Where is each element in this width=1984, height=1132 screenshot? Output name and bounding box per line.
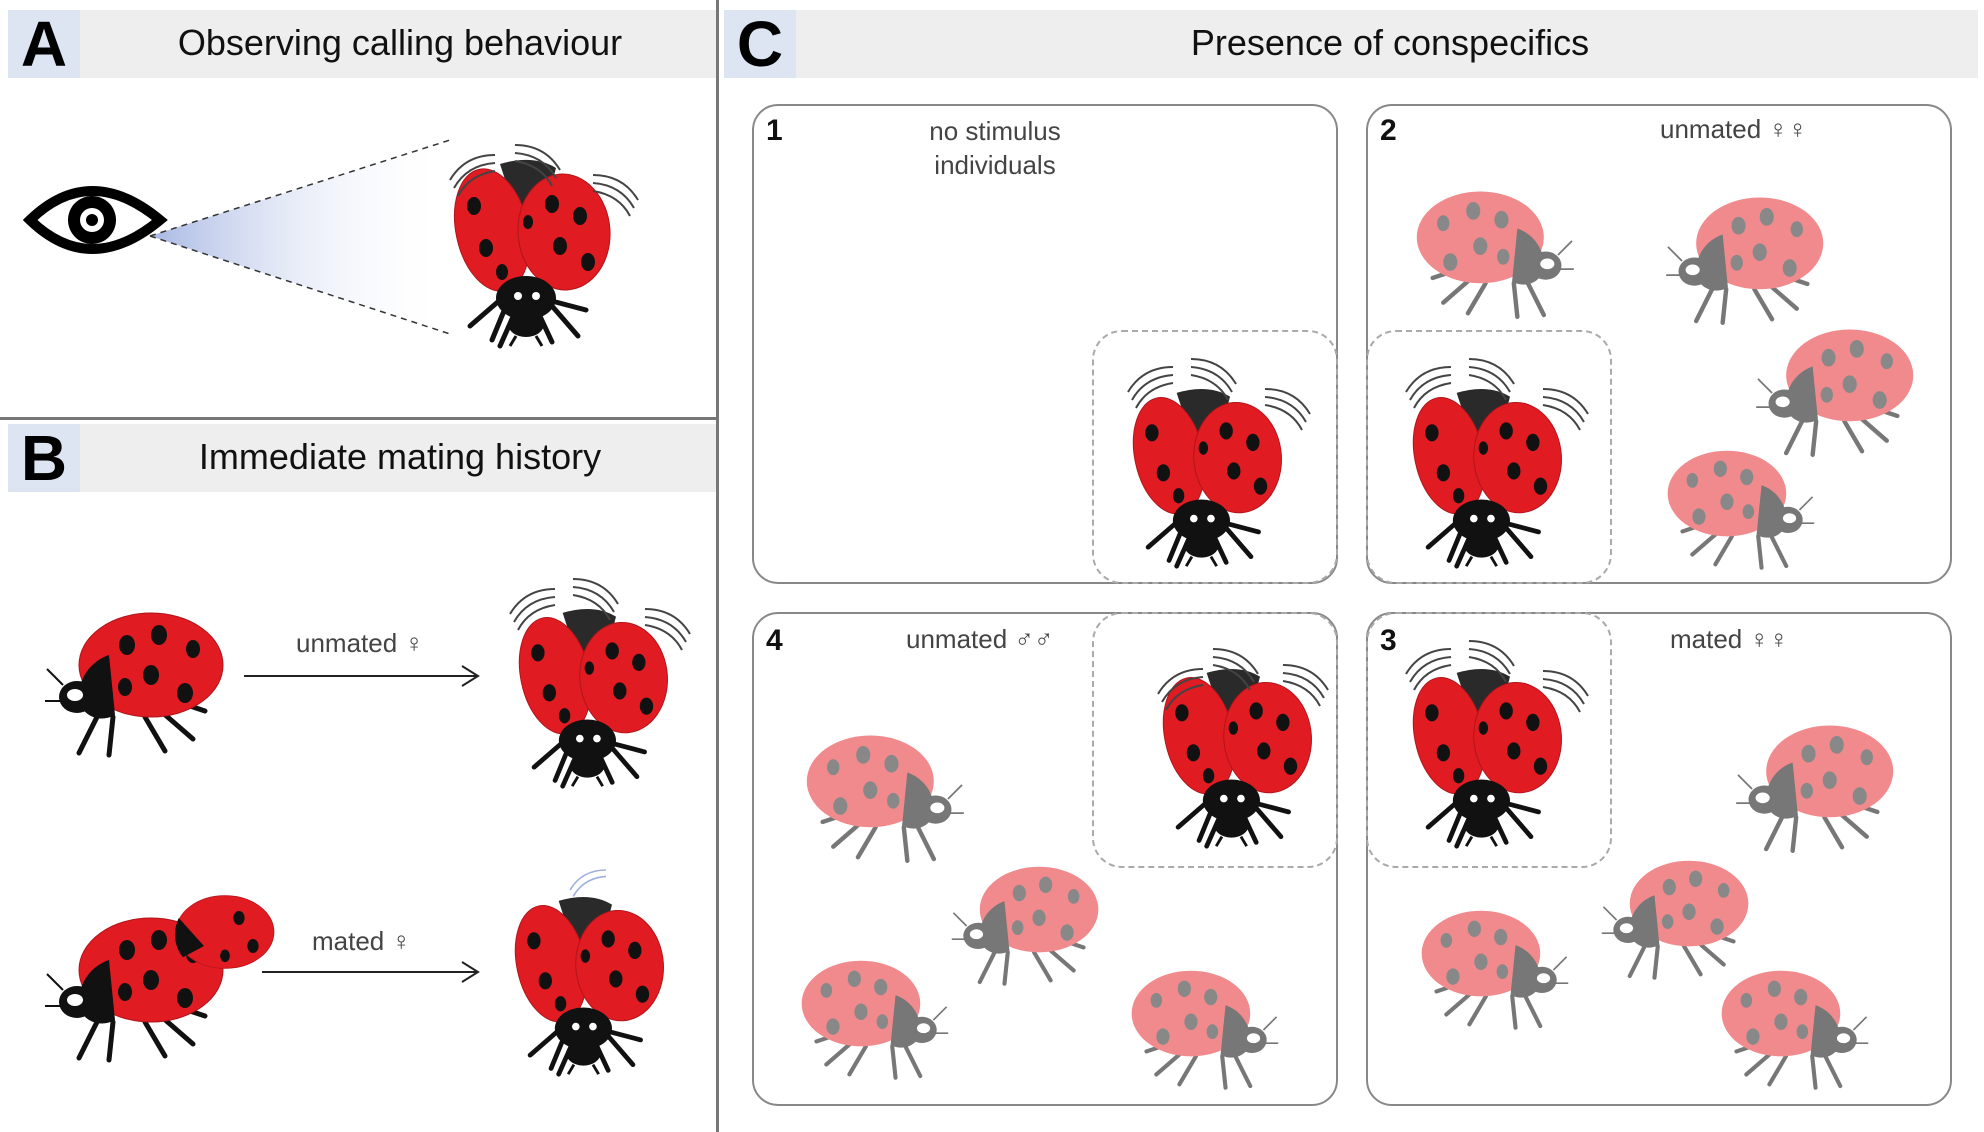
divider-horizontal (0, 417, 718, 420)
stimulus-ladybird (1400, 180, 1580, 330)
mated-arrow-label: mated ♀ (312, 926, 411, 956)
sound-waves-icon (1282, 664, 1329, 707)
treatment-label: mated ♀♀ (1670, 624, 1789, 654)
sound-waves-icon (592, 174, 639, 217)
treatment-label: unmated ♂♂ (906, 624, 1054, 654)
sound-waves-icon (509, 588, 556, 631)
mated-arrow (262, 961, 480, 983)
sound-waves-icon (449, 154, 496, 197)
non-calling-ladybird-b2 (492, 878, 692, 1078)
treatment-number: 4 (766, 624, 783, 657)
panel-a-title: Observing calling behaviour (177, 22, 623, 63)
focal-female-area (1366, 612, 1612, 868)
unmated-female-ladybird (40, 600, 240, 770)
stimulus-ladybird (1110, 960, 1290, 1100)
mating-pair-ladybirds (40, 895, 275, 1070)
sound-waves-icon (514, 144, 561, 187)
stimulus-ladybird (780, 950, 960, 1090)
panel-b-header (8, 424, 716, 492)
sound-waves-icon (644, 608, 691, 651)
stimulus-ladybird (940, 856, 1120, 996)
sound-waves-icon (1127, 366, 1174, 409)
panel-c-title: Presence of conspecifics (1190, 22, 1590, 63)
stimulus-ladybird (1700, 960, 1880, 1100)
panel-a-header (8, 10, 716, 78)
divider-vertical (716, 0, 719, 1132)
sound-waves-icon (1405, 648, 1452, 691)
unmated-arrow-label: unmated ♀ (296, 628, 424, 658)
sound-waves-icon (1542, 670, 1589, 713)
sound-waves-icon (1542, 388, 1589, 431)
treatment-number: 2 (1380, 114, 1397, 147)
treatment-label: no stimulus (929, 116, 1061, 146)
panel-b-letter: B (8, 424, 80, 492)
focal-female-area (1366, 330, 1612, 584)
view-cone (149, 139, 451, 335)
treatment-label: unmated ♀♀ (1660, 114, 1808, 144)
stimulus-ladybird (790, 724, 970, 874)
observer-eye-icon (22, 186, 168, 254)
sound-waves-icon (1157, 668, 1204, 711)
panel-c-letter: C (724, 10, 796, 78)
treatment-label: individuals (934, 150, 1056, 180)
focal-female-area (1092, 330, 1338, 584)
panel-c-header (724, 10, 1978, 78)
stimulus-ladybird (1730, 714, 1910, 864)
sound-waves-icon (1468, 358, 1515, 401)
stimulus-ladybird (1400, 900, 1580, 1040)
stimulus-ladybird (1660, 186, 1840, 336)
faint-sound-waves-icon (569, 869, 607, 897)
sound-waves-icon (1212, 648, 1259, 691)
panel-b-title: Immediate mating history (198, 436, 602, 477)
stimulus-ladybird (1646, 440, 1826, 580)
sound-waves-icon (1190, 358, 1237, 401)
focal-female-area (1092, 612, 1338, 868)
sound-waves-icon (572, 578, 619, 621)
treatment-number: 1 (766, 114, 783, 147)
panel-a-letter: A (8, 10, 80, 78)
unmated-arrow (244, 665, 480, 687)
sound-waves-icon (1264, 388, 1311, 431)
sound-waves-icon (1468, 640, 1515, 683)
sound-waves-icon (1405, 366, 1452, 409)
